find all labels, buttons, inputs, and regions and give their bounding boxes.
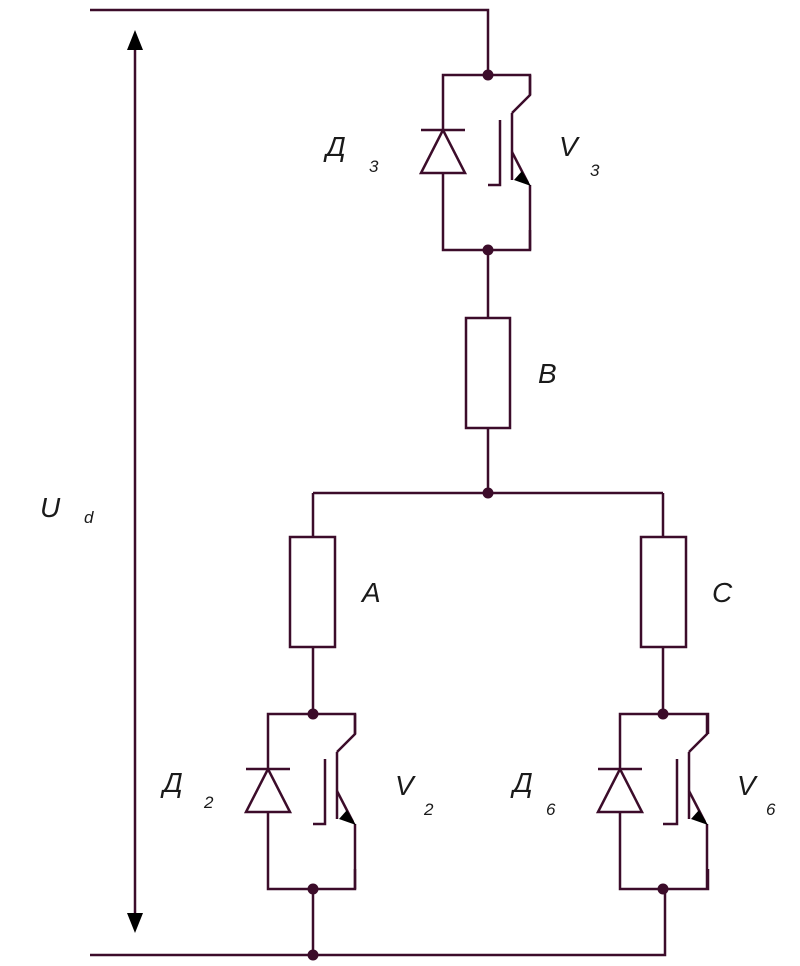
ground-node — [307, 949, 319, 961]
resistor-b — [464, 316, 512, 430]
transistor-6-subscript: 6 — [766, 800, 776, 819]
top-rail — [90, 8, 490, 75]
transistor-2-label: V — [395, 770, 416, 801]
switch-cell-right — [595, 708, 717, 895]
diode-2-subscript: 2 — [203, 793, 214, 812]
resistor-c — [639, 535, 688, 649]
transistor-3-subscript: 3 — [590, 161, 600, 180]
diode-3-icon — [418, 127, 468, 175]
voltage-arrow — [127, 30, 143, 933]
diode-6-subscript: 6 — [546, 800, 556, 819]
resistor-c-label: C — [712, 577, 733, 608]
diode-2-icon — [243, 766, 293, 814]
transistor-2-subscript: 2 — [423, 800, 434, 819]
switch-cell-left — [243, 708, 365, 895]
transistor-6-icon — [663, 714, 717, 889]
transistor-6-label: V — [737, 770, 758, 801]
diode-2-label: Д — [160, 767, 183, 798]
junction-node — [482, 487, 494, 499]
bottom-rail — [90, 889, 667, 957]
voltage-label: U — [40, 492, 61, 523]
resistor-b-label: B — [538, 358, 557, 389]
resistor-a-label: A — [360, 577, 381, 608]
resistor-a — [288, 535, 337, 649]
transistor-3-label: V — [559, 131, 580, 162]
transistor-3-icon — [488, 75, 540, 250]
diode-3-subscript: 3 — [369, 157, 379, 176]
diode-6-icon — [595, 766, 645, 814]
diode-3-label: Д — [323, 131, 346, 162]
switch-cell-top — [418, 69, 540, 256]
diode-6-label: Д — [510, 767, 533, 798]
voltage-subscript: d — [84, 508, 94, 527]
transistor-2-icon — [313, 714, 365, 889]
